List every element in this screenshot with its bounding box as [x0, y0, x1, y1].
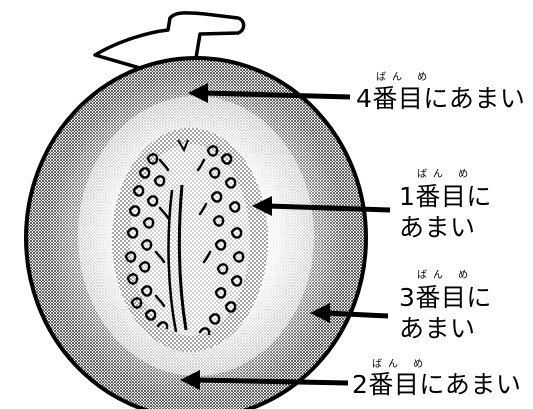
label-1st-line2: あまい: [399, 215, 476, 240]
label-1st-line1: 1番目に: [399, 184, 492, 209]
label-4th-ruby: ばん め: [376, 73, 433, 83]
arrow-3rd: [326, 313, 388, 316]
label-2nd-line1: 2番目にあまい: [352, 372, 521, 397]
label-3rd-line2: あまい: [399, 316, 476, 341]
label-1st-ruby: ばん め: [417, 170, 474, 180]
label-3rd-ruby: ばん め: [417, 271, 474, 281]
arrow-2nd: [196, 380, 348, 383]
label-4th-line1: 4番目にあまい: [356, 86, 525, 111]
label-3rd-line1: 3番目に: [399, 285, 492, 310]
label-2nd-ruby: ばん め: [372, 360, 429, 370]
